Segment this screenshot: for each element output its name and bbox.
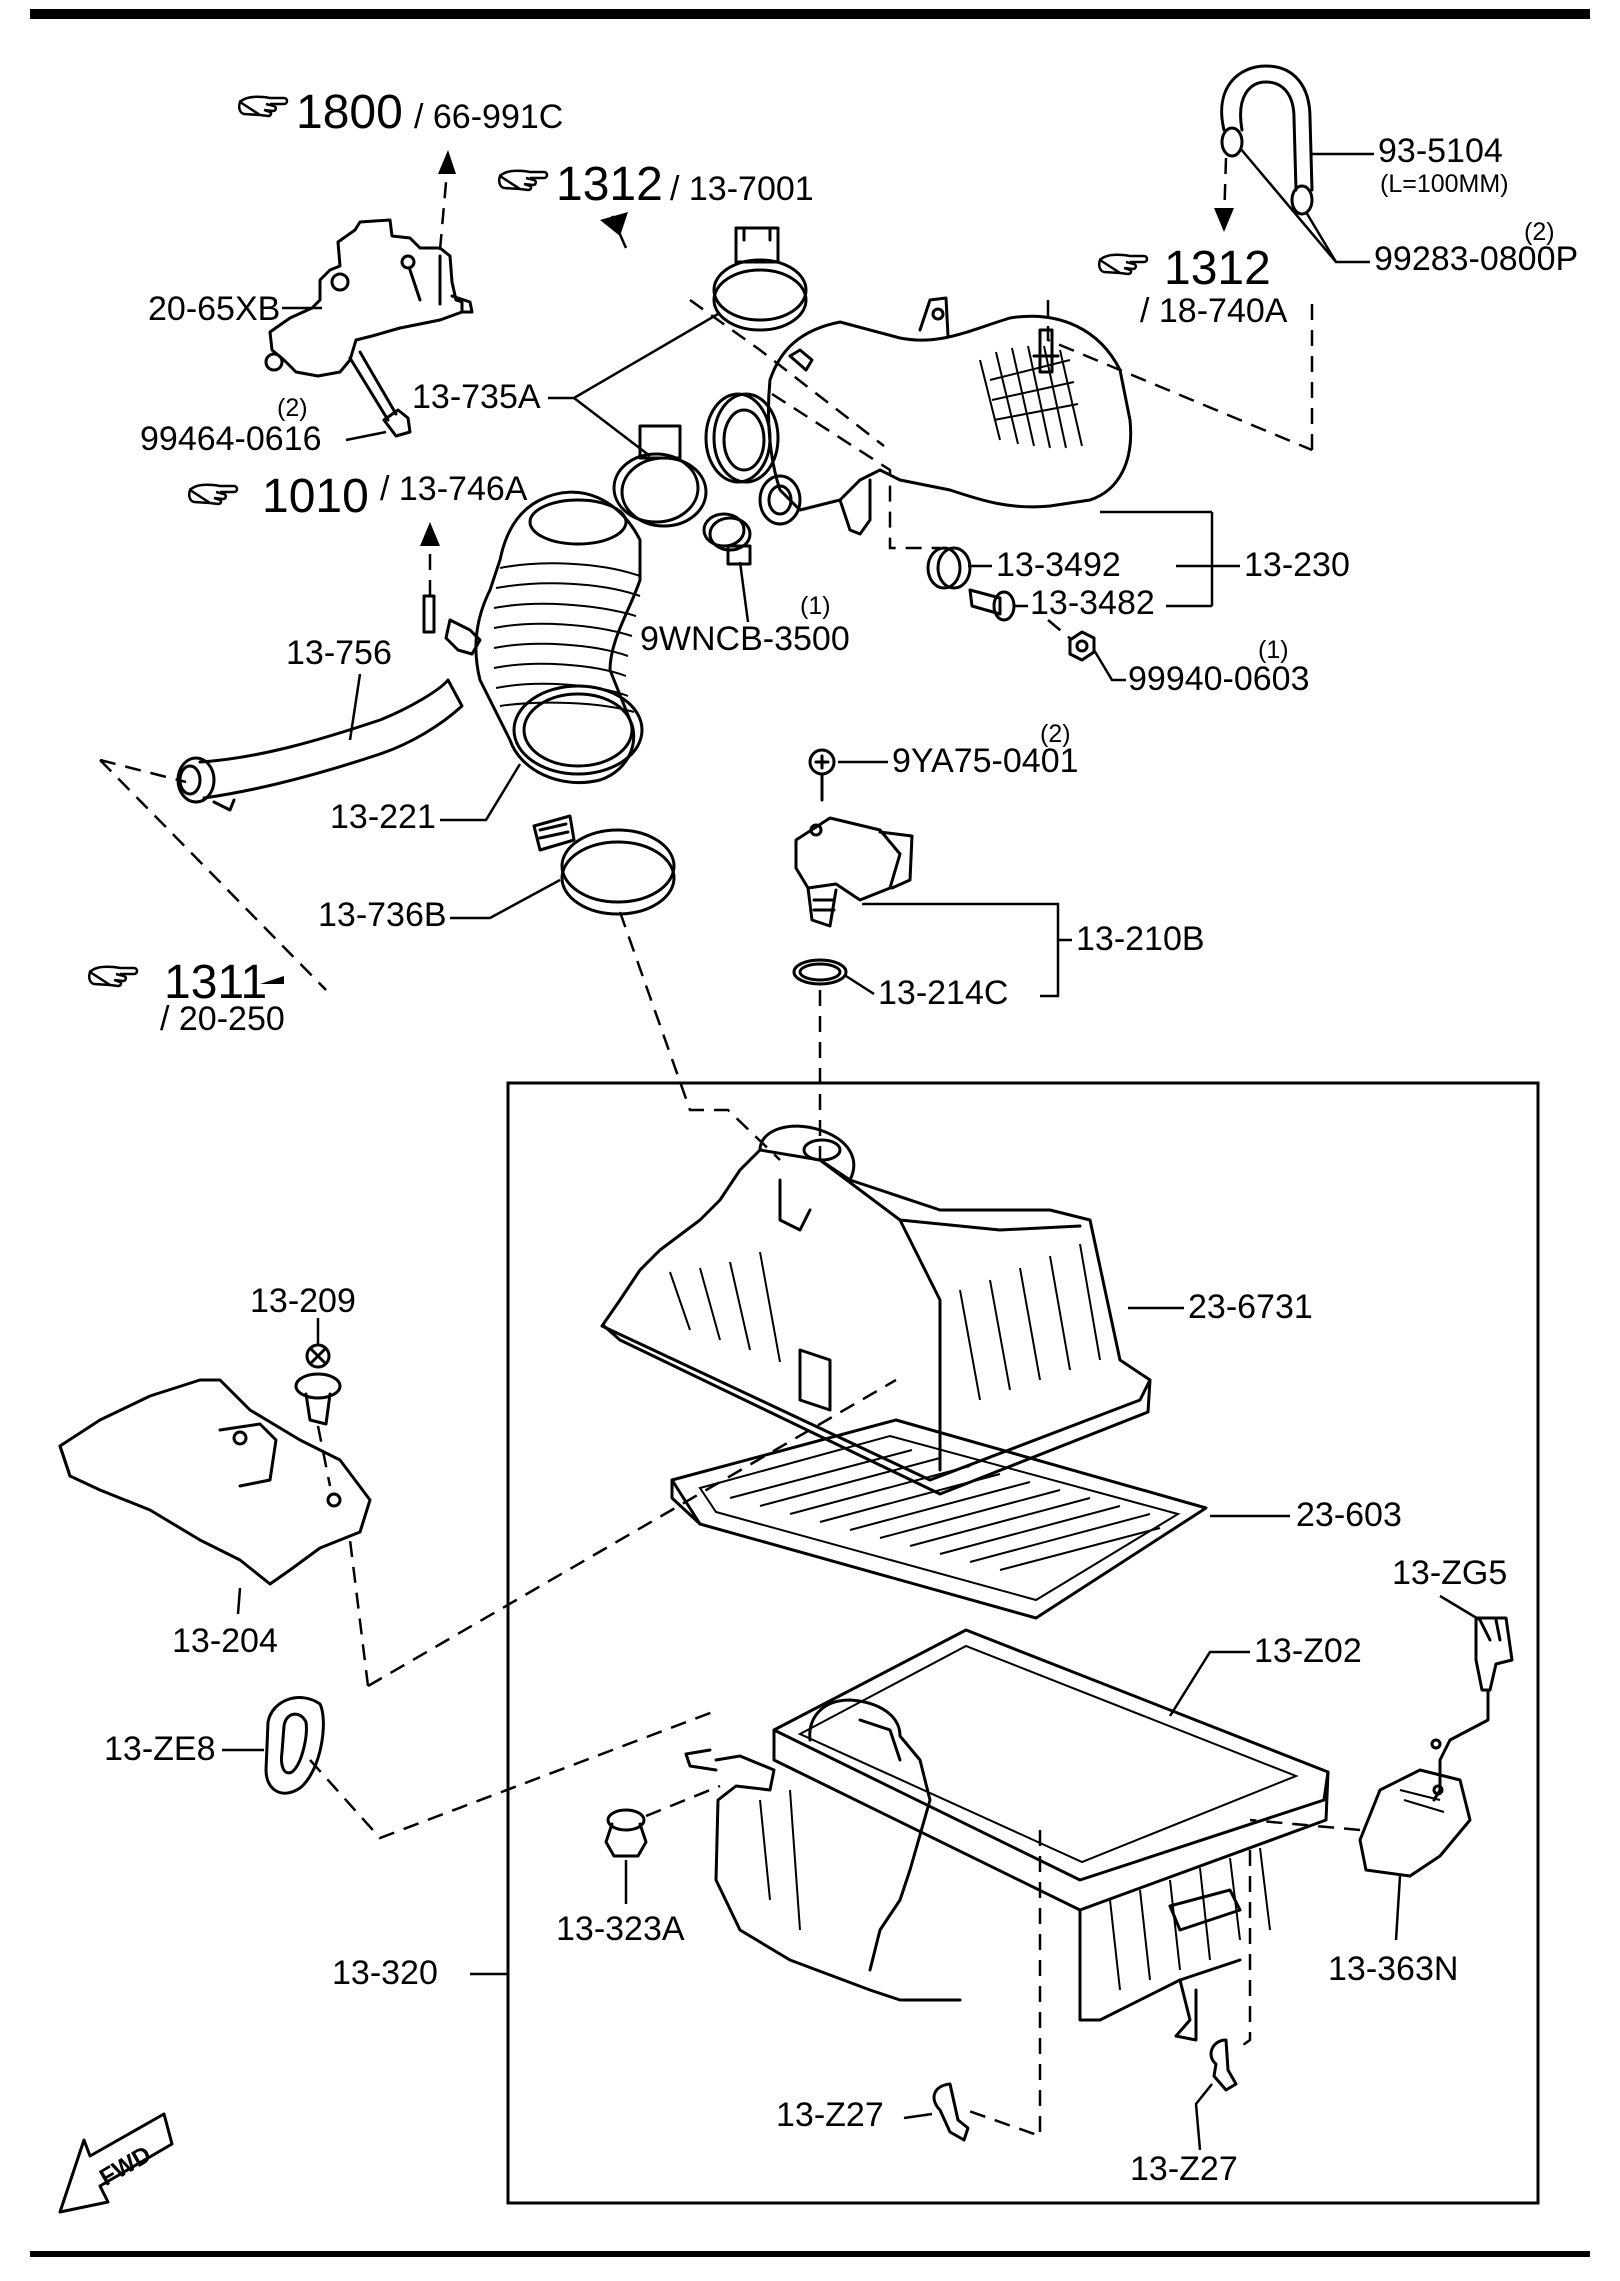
air-cleaner-case-13-320 <box>684 1628 1330 2042</box>
guide-13-363N <box>1249 1818 1361 1832</box>
air-cleaner-cover-23-6731 <box>600 1124 1152 1496</box>
svg-text:1800: 1800 <box>296 86 403 139</box>
leader-1800 <box>438 159 450 251</box>
label-99464-0616: 99464-0616 <box>140 420 322 458</box>
o-ring-13-214C <box>792 958 848 986</box>
guide-13-736B <box>618 911 781 1161</box>
guide-13-Z27-right <box>1235 1850 1252 2052</box>
clip-13-Z27-right <box>1209 2038 1238 2092</box>
sensor-13-210B <box>794 816 914 928</box>
guide-13-ZE8 <box>309 1708 719 1840</box>
intake-hose-13-221 <box>422 490 644 785</box>
wire-13-ZG5 <box>1430 1616 1514 1802</box>
label-13-209: 13-209 <box>250 1282 356 1320</box>
duct-guide-1 <box>689 298 885 447</box>
svg-text:1311: 1311 <box>164 956 267 1009</box>
clamp-13-735A-lower <box>612 424 708 528</box>
guide-nut <box>1047 619 1073 641</box>
clamp-13-735A-upper <box>712 226 808 332</box>
air-cleaner-assembly-frame <box>506 1081 1540 2205</box>
label-13-204: 13-204 <box>172 1622 278 1660</box>
duct-guide-3 <box>1046 300 1313 452</box>
clamp-13-736B <box>532 814 676 916</box>
label-20-65XB: 20-65XB <box>148 290 280 328</box>
svg-text:/ 13-746A: / 13-746A <box>380 470 528 508</box>
bolt-99464-0616 <box>348 350 412 438</box>
label-13-735A: 13-735A <box>412 378 541 416</box>
svg-text:(1): (1) <box>800 592 831 620</box>
label-13-323A: 13-323A <box>556 1910 685 1948</box>
svg-text:1312: 1312 <box>1164 242 1271 295</box>
guide-13-209 <box>316 1425 332 1487</box>
label-23-6731: 23-6731 <box>1188 1288 1313 1326</box>
label-9WNCB-3500: 9WNCB-3500 <box>640 620 850 658</box>
label-13-230: 13-230 <box>1244 546 1350 584</box>
label-13-363N: 13-363N <box>1328 1950 1458 1988</box>
label-9YA75-0401: 9YA75-0401 <box>892 742 1079 780</box>
clip-13-209 <box>294 1343 342 1426</box>
label-93-5104-length: (L=100MM) <box>1380 170 1509 198</box>
svg-text:/ 18-740A: / 18-740A <box>1140 292 1288 330</box>
guide-13-323A <box>645 1784 721 1818</box>
label-13-3492: 13-3492 <box>996 546 1121 584</box>
label-13-ZG5: 13-ZG5 <box>1392 1554 1507 1592</box>
label-13-Z27-left: 13-Z27 <box>776 2096 884 2134</box>
clamp-9WNCB-3500 <box>702 512 752 566</box>
svg-text:/ 20-250: / 20-250 <box>160 1000 285 1038</box>
hose-93-5104 <box>1220 64 1314 216</box>
guide-13-204b <box>348 1539 370 1687</box>
vent-pin <box>1032 328 1060 374</box>
label-99283-0800P: 99283-0800P <box>1374 240 1578 278</box>
guide-13-Z27-left <box>965 1830 1042 2138</box>
label-13-221: 13-221 <box>330 798 436 836</box>
label-99940-0603: 99940-0603 <box>1128 660 1310 698</box>
svg-text:1010: 1010 <box>262 470 369 523</box>
label-13-756: 13-756 <box>286 634 392 672</box>
hose-13-756 <box>176 678 464 812</box>
duct-13-363N <box>1358 1768 1472 1878</box>
label-13-736B: 13-736B <box>318 896 447 934</box>
ref-1010: 1010 / 13-746A <box>187 470 528 523</box>
label-13-3482: 13-3482 <box>1030 584 1155 622</box>
label-13-Z27-right: 13-Z27 <box>1130 2150 1238 2188</box>
ref-1311: 1311 / 20-250 <box>87 956 285 1038</box>
label-13-214C: 13-214C <box>878 974 1008 1012</box>
svg-text:(2): (2) <box>1524 218 1555 246</box>
forward-arrow: FWD <box>58 2112 174 2214</box>
duct-guide-2 <box>771 392 940 550</box>
ref-1312-a: 1312 / 13-7001 <box>497 158 814 211</box>
label-13-Z02: 13-Z02 <box>1254 1632 1362 1670</box>
label-93-5104: 93-5104 <box>1378 132 1503 170</box>
label-13-ZE8: 13-ZE8 <box>104 1730 216 1768</box>
svg-text:/ 13-7001: / 13-7001 <box>670 170 814 208</box>
svg-text:(2): (2) <box>1040 720 1071 748</box>
screw-9YA75-0401 <box>808 748 836 802</box>
ref-1312-b: 1312 / 18-740A <box>1097 242 1288 330</box>
air-filter-23-603 <box>670 1418 1208 1620</box>
grommet-13-3492 <box>926 546 972 590</box>
bracket-20-65XB <box>264 218 474 378</box>
grommet-13-323A <box>604 1808 648 1858</box>
label-13-320: 13-320 <box>332 1954 438 1992</box>
air-duct-13-230 <box>704 296 1133 536</box>
svg-text:(2): (2) <box>277 394 308 422</box>
clip-13-Z27-left <box>932 2082 970 2142</box>
label-23-603: 23-603 <box>1296 1496 1402 1534</box>
nut-99940-0603 <box>1068 630 1096 662</box>
leader-1311 <box>99 758 327 991</box>
gasket-13-ZE8 <box>264 1696 325 1795</box>
ref-1800: 1800 / 66-991C <box>237 86 563 139</box>
heat-shield-13-204 <box>58 1378 372 1586</box>
label-13-210B: 13-210B <box>1076 920 1205 958</box>
svg-text:(1): (1) <box>1258 636 1289 664</box>
guide-13-204 <box>367 1378 897 1688</box>
bushing-13-3482 <box>968 588 1016 622</box>
svg-text:/ 66-991C: / 66-991C <box>414 98 563 136</box>
svg-text:1312: 1312 <box>556 158 663 211</box>
